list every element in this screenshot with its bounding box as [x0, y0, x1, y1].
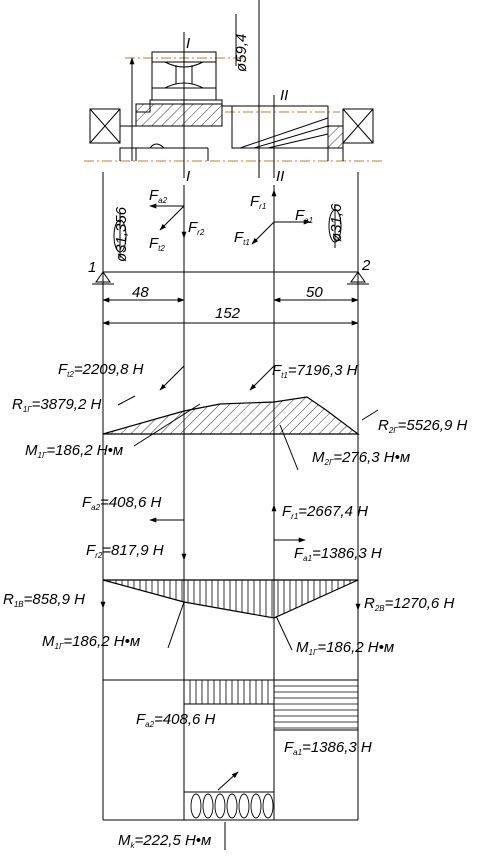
gear-wheel — [135, 51, 223, 127]
h-r2-label: R2Г=5526,9 Н — [378, 417, 467, 435]
v-fa1-label: Fa1=1386,3 Н — [294, 545, 382, 563]
axial-force-diagram: Fa2=408,6 Н Fa1=1386,3 Н — [102, 679, 372, 820]
torque-diagram: Mk=222,5 Н•м — [103, 771, 358, 850]
top-fa2-label: Fa2 — [149, 187, 168, 205]
section-mark-2-top: II — [280, 87, 288, 104]
right-bearing — [342, 108, 374, 144]
ax-fa1-label: Fa1=1386,3 Н — [284, 739, 372, 757]
ax-fa2-label: Fa2=408,6 Н — [136, 711, 216, 729]
h-m2-label: M2Г=276,3 Н•м — [312, 449, 410, 467]
support-2-label: 2 — [361, 257, 371, 274]
coil-loop — [262, 793, 274, 819]
coil-loop — [226, 793, 238, 819]
shaft-assembly: I II I II ø59,4 — [84, 0, 385, 185]
gear-diameter-label: ø59,4 — [233, 34, 250, 72]
h-m1-label: M1Г=186,2 Н•м — [25, 442, 123, 460]
top-ft1-label: Ft1 — [234, 229, 250, 247]
h-ft2-label: Ft2=2209,8 Н — [58, 361, 144, 379]
torque-label: Mk=222,5 Н•м — [118, 832, 211, 850]
coil-loop — [214, 793, 226, 819]
coil-loop — [238, 793, 250, 819]
v-m2-label: M1Г=186,2 Н•м — [296, 639, 394, 657]
torque-coils — [190, 793, 274, 819]
top-ft2-label: Ft2 — [149, 235, 165, 253]
coil-loop — [202, 793, 214, 819]
top-fr1-label: Fr1 — [250, 193, 266, 211]
top-fa1-label: Fa1 — [295, 207, 313, 225]
top-fr2-label: Fr2 — [188, 219, 205, 237]
left-diameter-label: ø31,356 — [113, 206, 130, 262]
h-r1-label: R1Г=3879,2 Н — [12, 396, 101, 414]
support-1-label: 1 — [88, 259, 96, 276]
coil-loop — [190, 793, 202, 819]
section-mark-1-bottom: I — [186, 168, 190, 185]
horizontal-moment-diagram: Ft2=2209,8 Н Ft1=7196,3 Н R1Г=3879,2 Н R… — [12, 361, 467, 471]
section-mark-2-bottom: II — [276, 168, 284, 185]
v-r1-label: R1В=858,9 Н — [3, 591, 85, 609]
dimension-152: 152 — [215, 305, 241, 322]
coil-loop — [250, 793, 262, 819]
left-bearing — [89, 108, 121, 144]
support-1 — [92, 271, 114, 285]
axial-hatching — [189, 680, 358, 729]
v-r2-label: R2В=1270,6 Н — [364, 595, 454, 613]
support-2 — [347, 271, 369, 285]
section-mark-1-top: I — [186, 35, 190, 52]
v-m1-label: M1Г=186,2 Н•м — [42, 633, 140, 651]
h-ft1-label: Ft1=7196,3 Н — [272, 362, 358, 380]
dimension-50: 50 — [306, 284, 323, 301]
vertical-hatching — [109, 580, 351, 618]
v-fr2-label: Fr2=817,9 Н — [86, 542, 164, 560]
v-fr1-label: Fr1=2667,4 Н — [282, 503, 368, 521]
v-fa2-label: Fa2=408,6 Н — [82, 494, 162, 512]
force-scheme: ø31,356 ø31,6 Fa2 Fr2 Ft2 Fr1 Fa1 Ft1 1 … — [88, 172, 371, 820]
right-diameter-label: ø31,6 — [328, 203, 345, 242]
vertical-moment-diagram: Fa2=408,6 Н Fr2=817,9 Н Fr1=2667,4 Н Fa1… — [3, 494, 454, 657]
dimension-48: 48 — [132, 284, 149, 301]
helical-pinion — [231, 105, 344, 149]
